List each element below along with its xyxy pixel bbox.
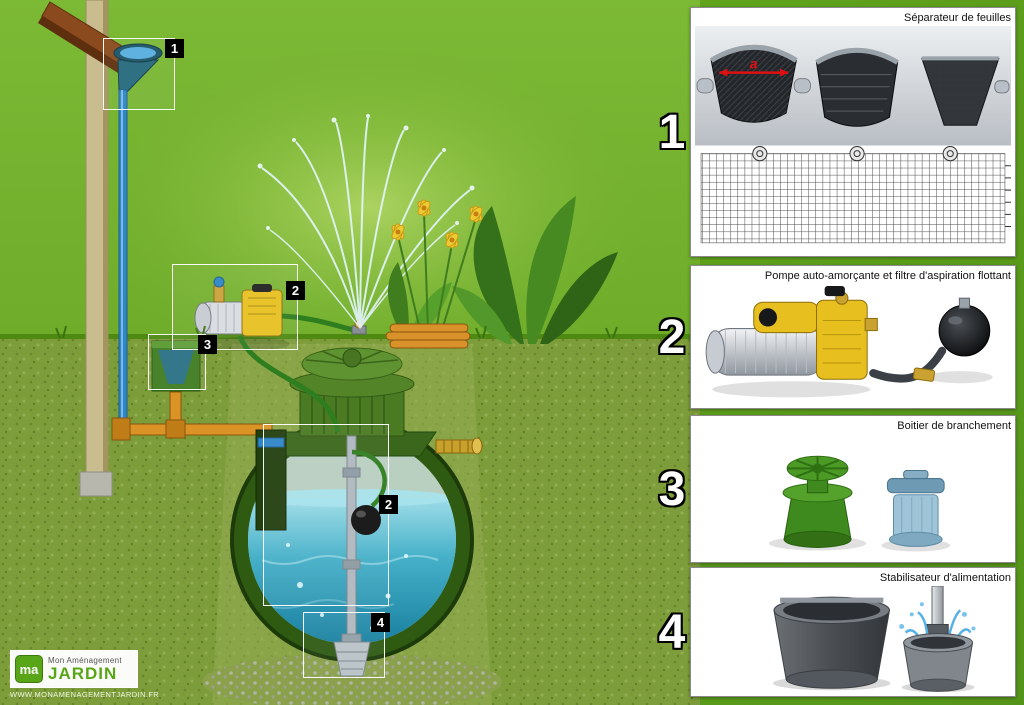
panel-row-3: 3 Boitier de branchement [654, 415, 1016, 563]
panel-number-4: 4 [658, 605, 686, 659]
rainwater-system-illustration [0, 0, 700, 705]
panel-title: Boitier de branchement [897, 420, 1011, 433]
feed-stabilizer-graphic [772, 586, 976, 692]
panel-title: Pompe auto-amorçante et filtre d'aspirat… [764, 270, 1011, 283]
logo-icon: ma [15, 655, 43, 683]
panel-number-1: 1 [658, 105, 686, 159]
leaf-separator-graphic: a [695, 25, 1011, 243]
panel-pump: Pompe auto-amorçante et filtre d'aspirat… [690, 265, 1016, 409]
callout-badge: 4 [371, 613, 390, 632]
pump-image [695, 284, 1011, 404]
yellow-flowers [391, 199, 483, 249]
garden-pump [194, 276, 355, 433]
leaf-separator-image: a [695, 25, 1011, 253]
callout-feed-stabilizer: 4 [303, 612, 390, 678]
pump-graphic [705, 286, 993, 398]
callout-floating-filter: 2 [263, 424, 398, 606]
downpipe [118, 89, 128, 429]
panel-feed-stabilizer: Stabilisateur d'alimentation [690, 567, 1016, 697]
feed-stabilizer-image [695, 586, 1011, 692]
panel-title: Séparateur de feuilles [903, 11, 1011, 24]
hose-coil [385, 323, 471, 349]
panel-row-4: 4 Stabilisateur d'alimentation [654, 567, 1016, 697]
product-panel-column: 1 Séparateur de feuilles [654, 6, 1016, 697]
callout-leaf-separator: 1 [103, 38, 184, 110]
dimension-label: a [750, 56, 758, 72]
logo-line2: JARDIN [48, 664, 118, 683]
logo: ma Mon Aménagement JARDIN www.monamenage… [10, 650, 160, 699]
panel-leaf-separator: Séparateur de feuilles [690, 6, 1016, 258]
panel-number-2: 2 [658, 310, 686, 364]
panel-number-3: 3 [658, 462, 686, 516]
logo-url: www.monamenagementjardin.fr [10, 690, 160, 699]
panel-row-2: 2 Pompe auto-amorçante et filtre d'aspir… [654, 264, 1016, 410]
callout-badge: 3 [198, 335, 217, 354]
plants [55, 196, 618, 349]
panel-connection-box: Boitier de branchement [690, 415, 1016, 563]
suction-assembly [333, 435, 387, 677]
underground-pipes [111, 391, 273, 441]
connection-box-image [695, 434, 1011, 558]
logo-line1: Mon Aménagement [48, 656, 122, 665]
gutter-leaf-separator [113, 43, 163, 93]
water-spray [257, 114, 475, 329]
callout-badge: 1 [165, 39, 184, 58]
house-corner [38, 0, 149, 497]
panel-title: Stabilisateur d'alimentation [879, 572, 1011, 585]
callout-connection-box: 3 [148, 334, 217, 390]
connection-box-graphic [768, 455, 951, 552]
callout-pump: 2 [172, 264, 305, 350]
callout-badge: 2 [379, 495, 398, 514]
panel-row-1: 1 Séparateur de feuilles [654, 6, 1016, 258]
callout-badge: 2 [286, 281, 305, 300]
logo-box: ma Mon Aménagement JARDIN [10, 650, 138, 688]
